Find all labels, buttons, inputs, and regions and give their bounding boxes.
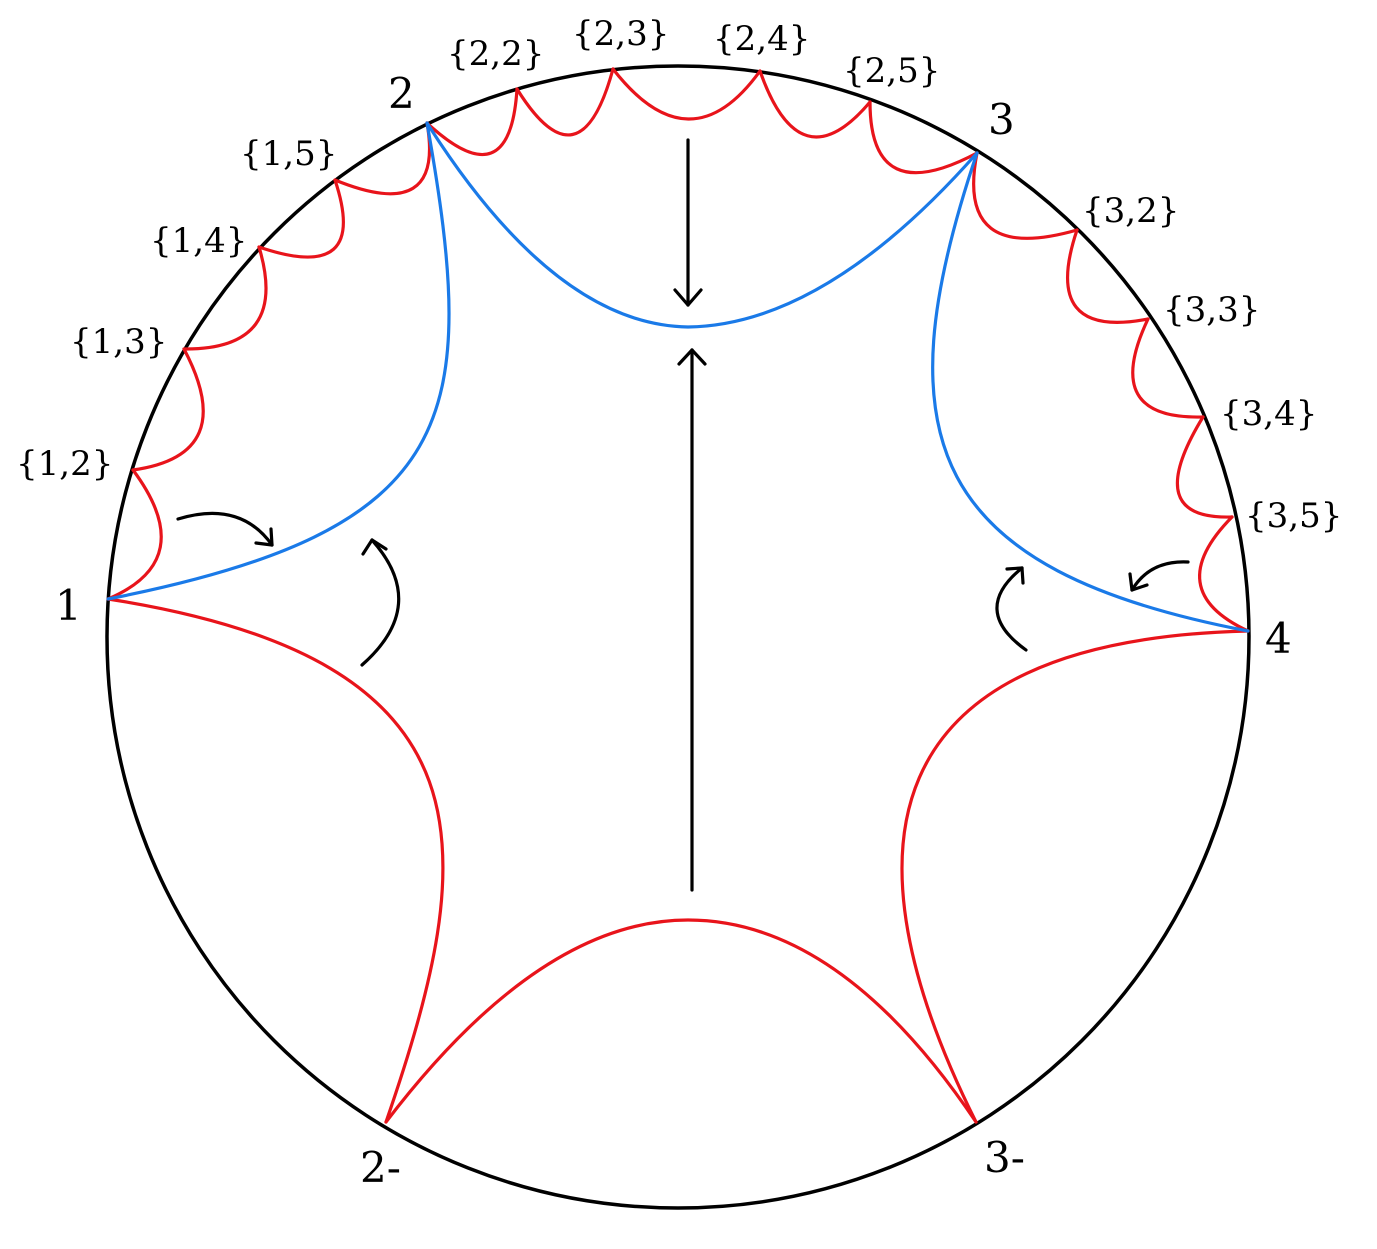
arrow-curved-left-top (176, 511, 274, 547)
geodesic-24-25 (758, 69, 872, 139)
geodesic-3-32 (972, 151, 1079, 240)
arrow-curved-right-up (995, 566, 1028, 652)
geodesic-32-33 (1066, 228, 1150, 324)
point-label-2-4: {2,4} (713, 19, 810, 59)
blue-geodesic-1-2 (106, 121, 451, 601)
vertex-label-2-minus: 2- (360, 1143, 401, 1192)
disk-boundary (105, 64, 1251, 1210)
geodesic-23-24 (611, 67, 762, 121)
point-label-3-3: {3,3} (1163, 290, 1260, 330)
geodesic-2m-3m (384, 918, 978, 1124)
point-label-1-4: {1,4} (150, 221, 247, 261)
blue-geodesics (106, 121, 1250, 633)
geodesic-12-13 (131, 347, 205, 472)
geodesic-25-3 (868, 100, 979, 175)
point-label-2-5: {2,5} (843, 51, 940, 91)
arrow-down-top-head (673, 288, 703, 307)
blue-geodesic-3-4 (931, 151, 1250, 633)
point-label-1-5: {1,5} (240, 134, 337, 174)
point-label-2-3: {2,3} (572, 14, 669, 54)
point-label-3-2: {3,2} (1082, 191, 1179, 231)
geodesic-3m-4 (900, 629, 1250, 1124)
point-label-3-5: {3,5} (1245, 496, 1342, 536)
vertex-label-2: 2 (388, 69, 415, 118)
vertex-label-3: 3 (988, 95, 1015, 144)
arrow-curved-right-up-head (1005, 566, 1025, 585)
geodesic-33-34 (1131, 317, 1205, 419)
arrow-up-long-head (677, 348, 707, 366)
geodesic-13-14 (182, 245, 268, 351)
point-label-3-4: {3,4} (1220, 394, 1317, 434)
blue-geodesic-2-3 (425, 121, 979, 329)
geodesic-35-4 (1198, 515, 1250, 633)
arrow-curved-right-top-head (1128, 572, 1149, 592)
geodesic-1-2m (106, 597, 445, 1124)
point-label-1-2: {1,2} (16, 444, 113, 484)
red-geodesics-top-chain (425, 67, 979, 175)
geodesic-15-2 (333, 121, 432, 196)
point-label-2-2: {2,2} (447, 34, 544, 74)
geodesic-14-15 (257, 178, 345, 259)
arrow-curved-left-up (360, 538, 401, 667)
arrow-curved-left-up-head (361, 538, 388, 556)
geodesic-34-35 (1175, 415, 1234, 519)
vertex-label-3-minus: 3- (984, 1133, 1025, 1182)
red-geodesics-right-chain (972, 151, 1250, 633)
point-label-1-3: {1,3} (70, 322, 167, 362)
red-geodesics-left-chain (106, 121, 432, 601)
vertex-label-1: 1 (55, 581, 82, 630)
geodesic-1-12 (106, 468, 163, 601)
geodesic-2-22 (425, 87, 519, 157)
vertex-label-4: 4 (1265, 614, 1292, 663)
geodesic-22-23 (515, 67, 615, 137)
arrows (176, 138, 1190, 892)
arrow-curved-right-top (1130, 560, 1190, 592)
arrow-curved-left-top-head (254, 527, 274, 547)
red-geodesics-lower (106, 597, 1250, 1124)
